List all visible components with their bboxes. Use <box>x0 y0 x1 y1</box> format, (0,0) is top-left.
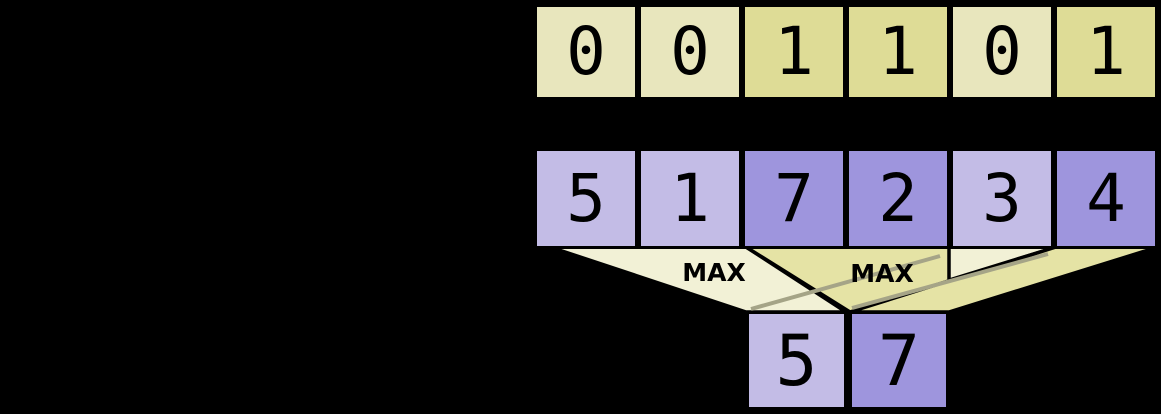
mask-cell: 1 <box>846 4 950 100</box>
value-cell: 4 <box>1054 148 1158 249</box>
value-cell: 7 <box>742 148 846 249</box>
value-cell: 3 <box>950 148 1054 249</box>
funnel-overlap-edge-left <box>750 254 941 311</box>
value-cell: 2 <box>846 148 950 249</box>
mask-cell: 0 <box>950 4 1054 100</box>
mask-cell: 1 <box>1054 4 1158 100</box>
funnel-overlap-edge-right <box>851 252 1049 310</box>
max-label-left: MAX <box>682 258 746 287</box>
max-label-right: MAX <box>850 259 914 288</box>
mask-cell: 0 <box>534 4 638 100</box>
output-cell: 5 <box>746 311 847 410</box>
value-cell: 5 <box>534 148 638 249</box>
value-cell: 1 <box>638 148 742 249</box>
mask-cell: 0 <box>638 4 742 100</box>
output-cell: 7 <box>849 311 949 410</box>
mask-cell: 1 <box>742 4 846 100</box>
